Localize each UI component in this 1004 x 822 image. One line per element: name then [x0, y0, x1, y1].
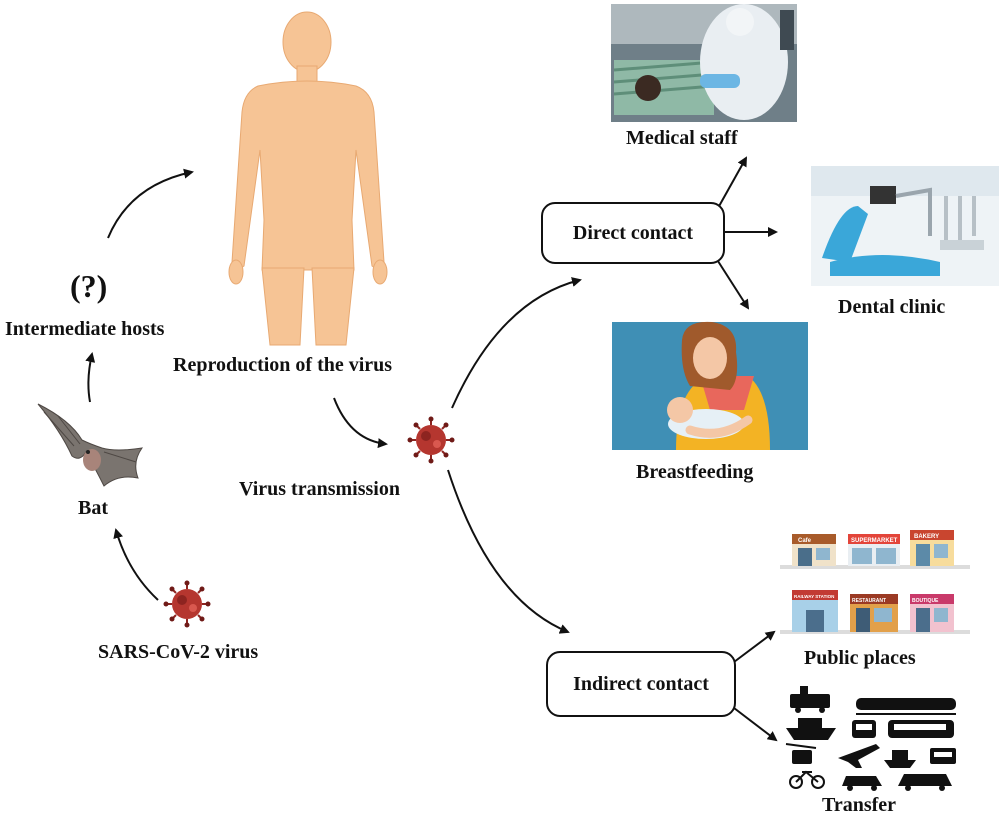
sars-cov-2-label: SARS-CoV-2 virus [98, 641, 259, 663]
indirect-contact-box: Indirect contact [546, 651, 736, 717]
car-icon [842, 776, 882, 791]
virus-transmission-label: Virus transmission [239, 478, 400, 500]
medical-staff-photo [611, 4, 797, 122]
transfer-label: Transfer [822, 794, 897, 816]
sign-railway: RAILWAY STATION [794, 594, 834, 599]
bicycle-icon [789, 770, 825, 789]
storefront-cafe [792, 534, 836, 566]
bat-illustration [37, 403, 144, 487]
breastfeeding-illustration [612, 321, 808, 450]
sign-boutique: BOUTIQUE [912, 598, 939, 604]
van-icon [898, 774, 952, 791]
storefront-railway [792, 590, 838, 632]
bus-side-icon [888, 720, 954, 738]
locomotive-icon [790, 686, 830, 713]
transfer-vehicles-illustration [785, 686, 956, 791]
arrow-transmission-to-indirect [447, 469, 570, 634]
arrow-reproduction-to-transmission [333, 397, 388, 449]
airplane-icon [838, 744, 880, 768]
arrow-direct-to-medical [717, 156, 747, 209]
unknown-host-marker: (?) [70, 268, 108, 304]
storefront-restaurant [850, 594, 898, 632]
sign-restaurant: RESTAURANT [852, 598, 886, 604]
reproduction-label: Reproduction of the virus [173, 354, 393, 376]
human-body-figure [228, 11, 388, 346]
public-places-illustration [780, 530, 970, 634]
intermediate-hosts-label: Intermediate hosts [5, 318, 165, 340]
dental-clinic-label: Dental clinic [838, 296, 946, 318]
arrow-hosts-to-human [107, 168, 194, 239]
bat-label: Bat [78, 497, 108, 519]
bus-front-icon [852, 720, 876, 738]
dental-clinic-photo [811, 166, 999, 286]
storefront-boutique [910, 594, 954, 632]
medical-staff-label: Medical staff [626, 127, 738, 149]
sign-bakery: BAKERY [914, 534, 939, 540]
direct-contact-label: Direct contact [572, 221, 694, 244]
virus-particle-transmission [406, 415, 456, 465]
arrow-transmission-to-direct [451, 277, 582, 409]
arrow-direct-to-breastfeeding [715, 257, 750, 310]
cable-car-icon [785, 743, 817, 764]
indirect-contact-label: Indirect contact [573, 672, 709, 695]
ferry-icon [884, 750, 916, 768]
arrow-virus-to-bat [113, 528, 159, 601]
storefront-supermarket [848, 534, 900, 566]
train-icon [856, 698, 956, 715]
sign-cafe: Cafe [798, 538, 812, 544]
tram-icon [930, 748, 956, 764]
virus-particle-origin [162, 579, 212, 629]
arrow-bat-to-hosts [85, 352, 96, 403]
sign-supermarket: SUPERMARKET [851, 538, 898, 544]
arrow-indirect-to-public [733, 630, 776, 663]
arrow-indirect-to-transfer [733, 707, 778, 742]
public-places-label: Public places [804, 647, 916, 669]
ship-icon [786, 718, 836, 740]
storefront-bakery [910, 530, 954, 566]
direct-contact-box: Direct contact [541, 202, 725, 264]
breastfeeding-label: Breastfeeding [636, 461, 754, 483]
